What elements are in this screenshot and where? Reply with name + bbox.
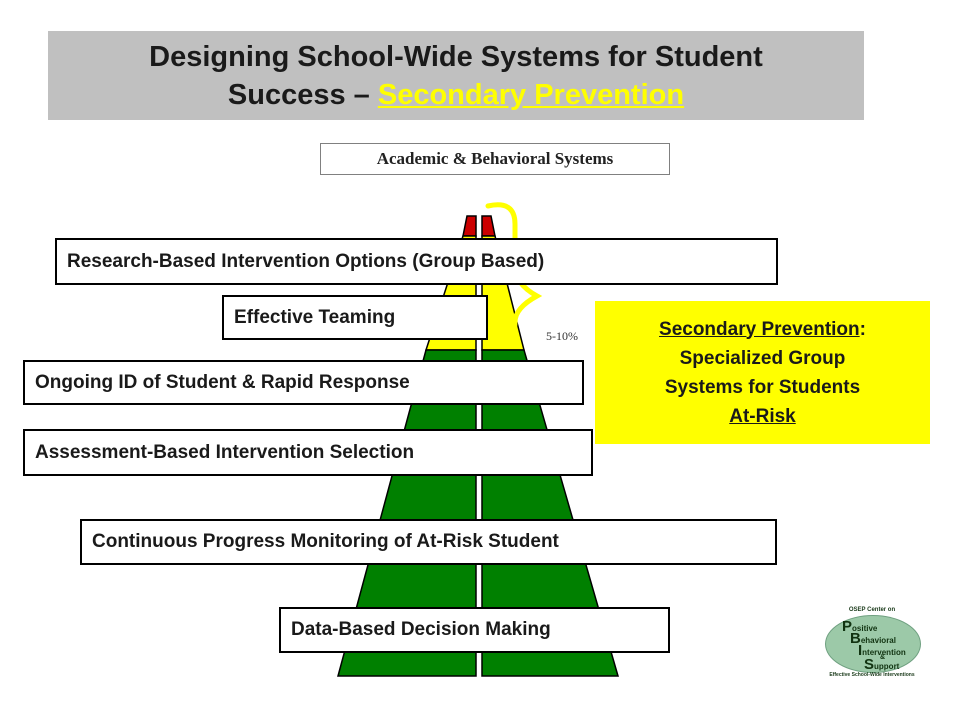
secondary-prevention-callout: Secondary Prevention: Specialized Group …: [595, 301, 930, 444]
callout-at-risk: At-Risk: [729, 405, 796, 427]
label-assessment-based-selection: Assessment-Based Intervention Selection: [23, 429, 593, 476]
logo-bottom-text: Effective School-Wide Interventions: [829, 672, 915, 678]
label-research-based-intervention: Research-Based Intervention Options (Gro…: [55, 238, 778, 285]
callout-secondary-prevention: Secondary Prevention: [659, 318, 860, 340]
title-line-2: Success – Secondary Prevention: [228, 76, 684, 114]
title-line-1: Designing School-Wide Systems for Studen…: [149, 40, 763, 73]
slide-title: Designing School-Wide Systems for Studen…: [48, 31, 864, 120]
triangle-right-red-tier: [481, 215, 496, 237]
triangle-left-red-tier: [462, 215, 477, 237]
logo-top-text: OSEP Center on: [848, 607, 896, 613]
logo-line-support: Support: [864, 656, 900, 673]
logo-oval: [825, 615, 921, 673]
label-effective-teaming: Effective Teaming: [222, 295, 488, 340]
subtitle-academic-behavioral-systems: Academic & Behavioral Systems: [320, 143, 670, 175]
label-data-based-decision-making: Data-Based Decision Making: [279, 607, 670, 653]
logo-ampersand: &: [880, 654, 886, 661]
pbis-logo: OSEP Center on Positive Behavioral Inter…: [820, 606, 924, 680]
logo-line-behavioral: Behavioral: [850, 630, 896, 647]
percent-label: 5-10%: [546, 329, 578, 343]
callout-line-2: Specialized Group: [679, 347, 846, 369]
callout-colon: :: [859, 318, 866, 340]
title-line-2-prefix: Success –: [227, 78, 378, 111]
label-continuous-progress-monitoring: Continuous Progress Monitoring of At-Ris…: [80, 519, 777, 565]
callout-line-3: Systems for Students: [664, 376, 861, 398]
logo-line-positive: Positive: [842, 618, 878, 635]
logo-line-intervention: Intervention: [858, 642, 906, 659]
callout-line-1: Secondary Prevention:: [659, 315, 866, 344]
curly-brace-yellow: [485, 202, 543, 347]
label-ongoing-id: Ongoing ID of Student & Rapid Response: [23, 360, 584, 405]
title-accent-secondary-prevention: Secondary Prevention: [377, 78, 685, 111]
